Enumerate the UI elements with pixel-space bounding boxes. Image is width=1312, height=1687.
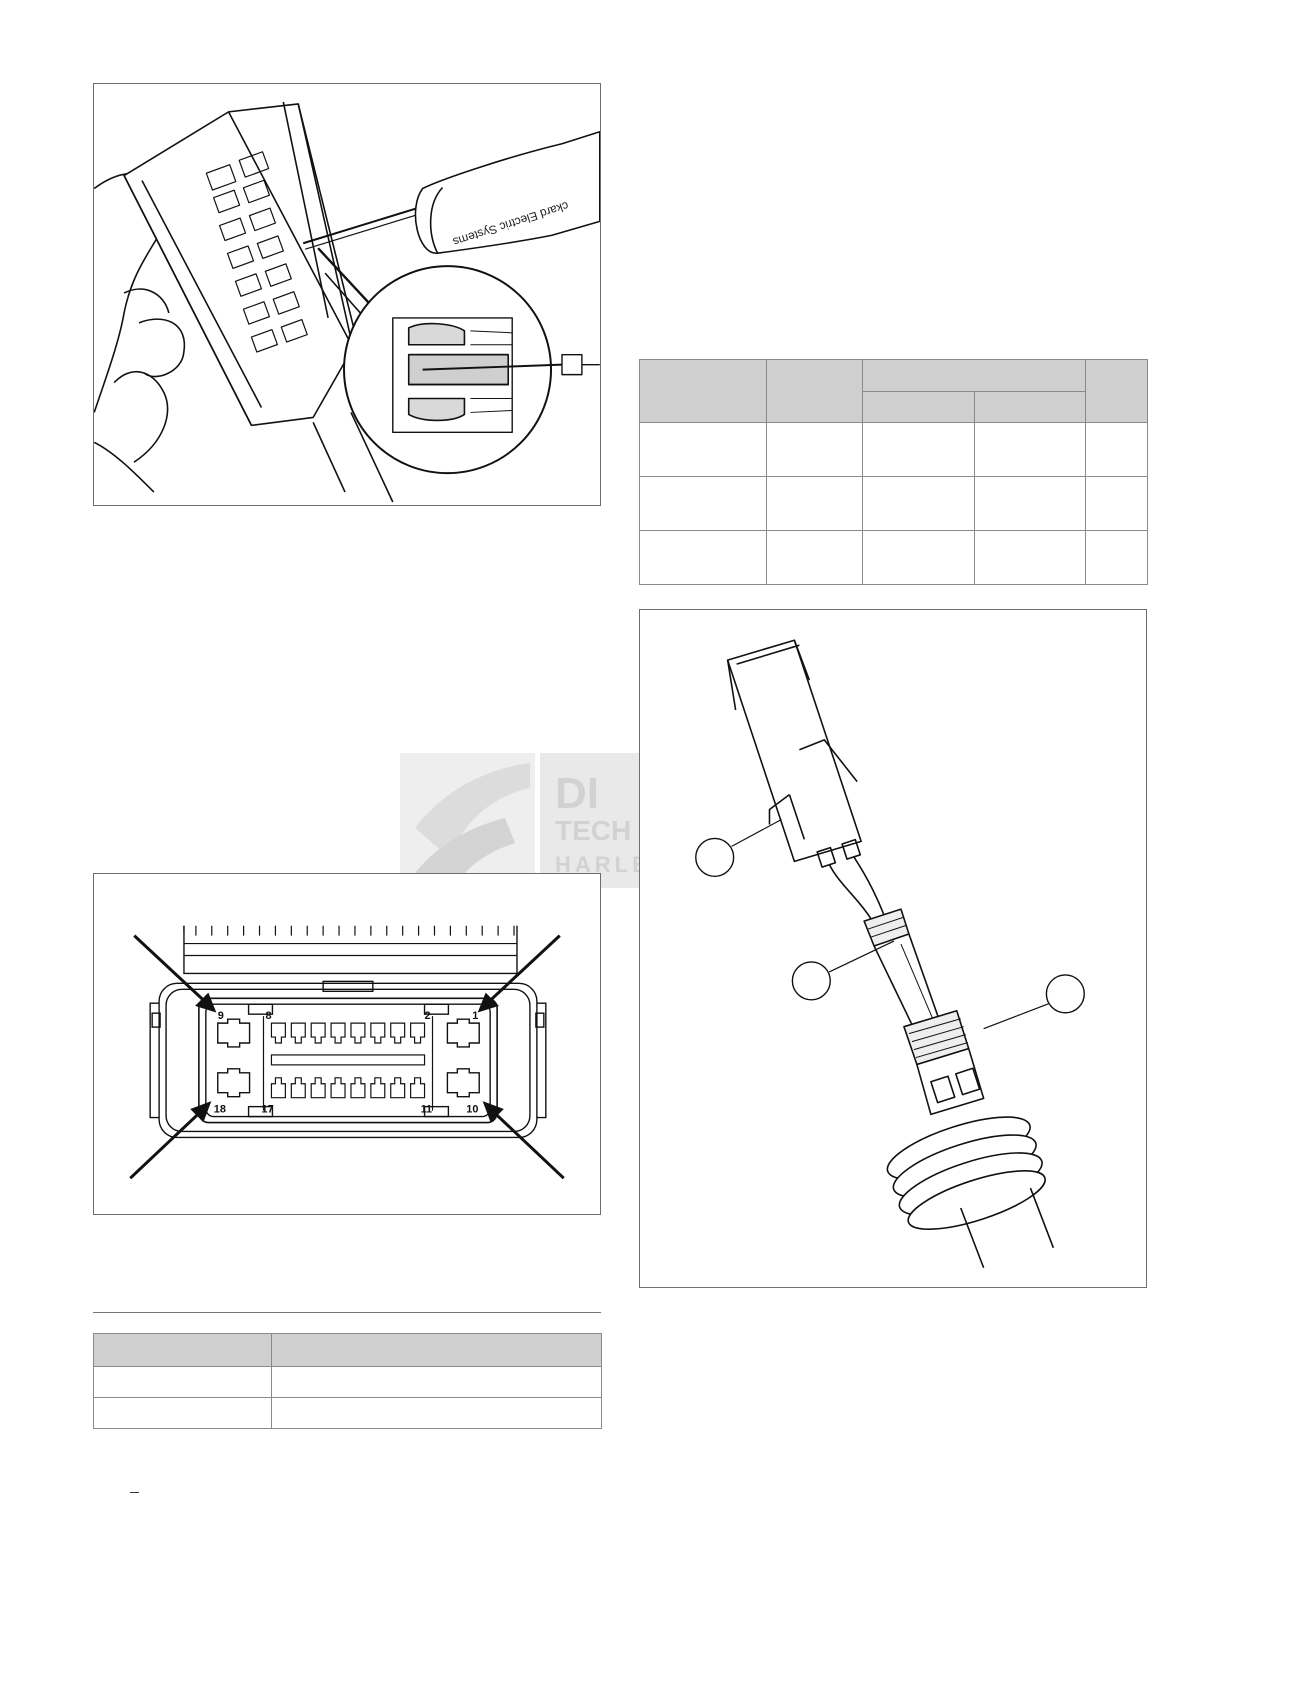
pin-label-18: 18 xyxy=(214,1104,226,1116)
section-divider xyxy=(93,1312,601,1313)
specification-table xyxy=(639,359,1148,585)
terminal-and-seal-figure xyxy=(639,609,1147,1288)
pin-label-11: 11 xyxy=(421,1104,433,1116)
table-cell xyxy=(1085,530,1148,585)
table-cell xyxy=(974,476,1086,531)
table-header-cell xyxy=(639,359,767,423)
pin-label-9: 9 xyxy=(218,1010,224,1022)
table-cell xyxy=(639,530,767,585)
footnote-mark xyxy=(130,1492,139,1493)
terminal-removal-tool-figure: ckard Electric Systems xyxy=(93,83,601,506)
pin-label-1: 1 xyxy=(472,1010,478,1022)
table-header-cell xyxy=(1085,359,1148,423)
table-header-cell xyxy=(766,359,863,423)
connector-face-figure: 9 8 2 1 18 17 11 10 xyxy=(93,873,601,1215)
table-cell xyxy=(766,476,863,531)
table-cell xyxy=(271,1397,602,1429)
pin-label-10: 10 xyxy=(466,1104,478,1116)
table-cell xyxy=(862,476,975,531)
watermark-line-1: DI xyxy=(555,769,599,818)
terminal-removal-tool-illustration: ckard Electric Systems xyxy=(94,101,600,503)
pin-label-8: 8 xyxy=(265,1010,271,1022)
table-row xyxy=(639,530,1148,585)
tool-table xyxy=(93,1333,602,1429)
connector-face-illustration: 9 8 2 1 18 17 11 10 xyxy=(129,925,565,1180)
table-row xyxy=(93,1366,602,1398)
table-cell xyxy=(974,422,1086,477)
pin-label-17: 17 xyxy=(262,1104,274,1116)
table-row xyxy=(639,422,1148,477)
table-cell xyxy=(639,422,767,477)
table-cell xyxy=(974,530,1086,585)
table-cell xyxy=(1085,476,1148,531)
table-row xyxy=(93,1397,602,1429)
table-cell xyxy=(93,1397,272,1429)
table-cell xyxy=(766,422,863,477)
watermark-line-2: TECH xyxy=(555,815,631,846)
watermark-graphic: DI TECH HARLE xyxy=(400,753,647,888)
table-cell xyxy=(766,530,863,585)
pin-label-2: 2 xyxy=(425,1010,431,1022)
table-cell xyxy=(93,1366,272,1398)
table-subheader-cell xyxy=(862,390,975,423)
table-row xyxy=(639,476,1148,531)
table-cell xyxy=(271,1366,602,1398)
watermark-logo: DI TECH HARLE xyxy=(395,748,647,898)
table-cell xyxy=(639,476,767,531)
table-cell xyxy=(862,530,975,585)
terminal-and-seal-illustration xyxy=(695,639,1085,1269)
table-header-cell xyxy=(271,1333,602,1367)
table-cell xyxy=(862,422,975,477)
table-subheader-cell xyxy=(974,390,1086,423)
table-header-cell xyxy=(93,1333,272,1367)
watermark-line-3: HARLE xyxy=(555,852,645,877)
table-header-cell xyxy=(862,359,1086,392)
table-cell xyxy=(1085,422,1148,477)
